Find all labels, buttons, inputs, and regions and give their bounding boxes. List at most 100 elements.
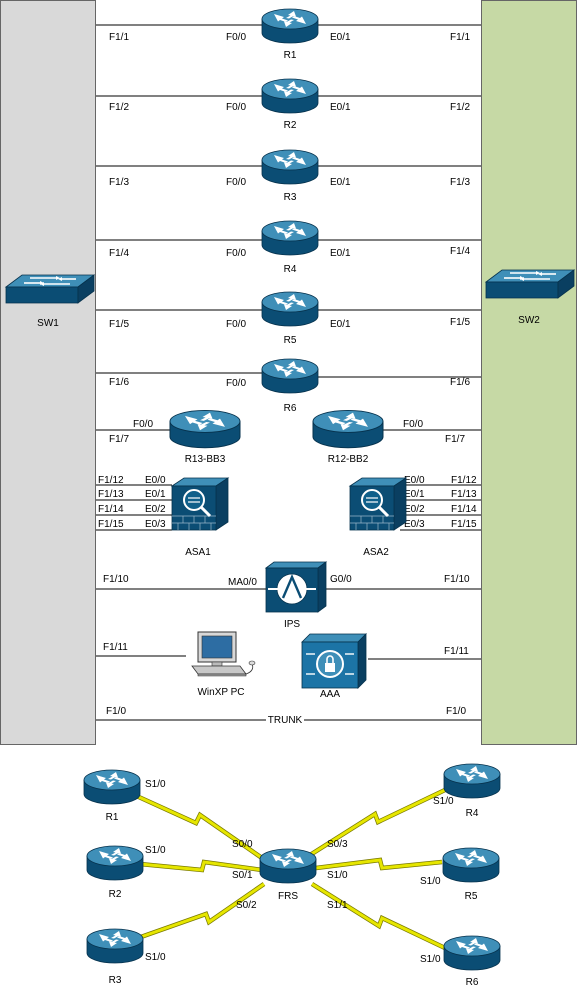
ips-label: IPS: [284, 619, 300, 630]
fr-router-r3[interactable]: R3 S1/0: [86, 928, 166, 986]
router-r1[interactable]: R1: [261, 8, 319, 61]
sw2-port-label: F1/0: [446, 706, 466, 717]
frs-port-label: S0/1: [232, 870, 253, 881]
sw2-port-label: F1/14: [451, 504, 477, 515]
router-r13-bb3[interactable]: R13-BB3: [169, 409, 241, 465]
sw1-port-label: F1/11: [103, 642, 128, 653]
router-name: R4: [466, 808, 479, 819]
sw2-port-label: F1/15: [451, 519, 477, 530]
sw2-port-label: F1/13: [451, 489, 477, 500]
sw1-port-label: F1/2: [109, 102, 129, 113]
router-name: R3: [109, 975, 122, 986]
router-port-left: F0/0: [226, 32, 246, 43]
router-r5[interactable]: R5: [261, 291, 319, 346]
router-port-label: S1/0: [145, 779, 166, 790]
sw2-port-label: F1/12: [451, 475, 477, 486]
asa1-firewall[interactable]: ASA1: [170, 476, 230, 558]
sw2-port-label: F1/11: [444, 646, 469, 657]
sw2-port-label: F1/1: [450, 32, 470, 43]
router-port-label: S1/0: [145, 845, 166, 856]
router-icon: [442, 847, 500, 883]
router-r12-bb2[interactable]: R12-BB2: [312, 409, 384, 465]
router-name: R4: [284, 264, 297, 275]
winxp-pc[interactable]: WinXP PC: [191, 631, 256, 698]
router-icon: [83, 769, 141, 805]
frs-port-label: S1/1: [327, 900, 348, 911]
sw2-port-label: F1/5: [450, 317, 470, 328]
router-r2[interactable]: R2: [261, 78, 319, 131]
router-name: R1: [284, 50, 297, 61]
sw1-switch[interactable]: SW1: [5, 274, 95, 329]
sw1-port-label: F1/12: [98, 475, 124, 486]
router-name: R5: [284, 335, 297, 346]
link-r12-bb2: F0/0 F1/7: [382, 419, 481, 445]
router-port-left: F0/0: [226, 102, 246, 113]
fr-router-r6[interactable]: R6 S1/0: [420, 935, 501, 988]
router-r4[interactable]: R4: [261, 220, 319, 275]
pc-link: F1/11: [96, 642, 186, 657]
asa1-links: F1/12 F1/13 F1/14 F1/15 E0/0 E0/1 E0/2 E…: [96, 475, 172, 531]
router-port-label: S1/0: [433, 796, 454, 807]
router-port-right: E0/1: [330, 32, 351, 43]
asa1-label: ASA1: [185, 547, 211, 558]
router-port-right: E0/1: [330, 102, 351, 113]
sw2-switch[interactable]: SW2: [485, 269, 575, 326]
router-port-left: F0/0: [226, 319, 246, 330]
router-name: R13-BB3: [185, 454, 226, 465]
asa-port-label: E0/1: [145, 489, 166, 500]
sw1-port-label: F1/5: [109, 319, 129, 330]
router-r6[interactable]: R6: [261, 358, 319, 414]
sw1-port-label: F1/13: [98, 489, 124, 500]
router-icon: [443, 935, 501, 971]
switch-icon: [5, 274, 95, 304]
switch-icon: [485, 269, 575, 299]
frs-label: FRS: [278, 891, 298, 902]
asa2-links: E0/0 E0/1 E0/2 E0/3 F1/12 F1/13 F1/14 F1…: [400, 475, 481, 531]
router-name: R3: [284, 192, 297, 203]
fr-router-r2[interactable]: R2 S1/0: [86, 845, 166, 900]
router-port-label: S1/0: [420, 876, 441, 887]
router-name: R6: [466, 977, 479, 988]
frs-port-label: S1/0: [327, 870, 348, 881]
aaa-server[interactable]: AAA: [301, 633, 367, 700]
asa2-firewall[interactable]: ASA2: [348, 476, 408, 558]
sw2-port-label: F1/10: [444, 574, 470, 585]
sw2-port-label: F1/7: [445, 434, 465, 445]
frs-switch[interactable]: FRS S0/0 S0/1 S0/2 S0/3 S1/0 S1/1: [232, 839, 348, 911]
fr-router-r1[interactable]: R1 S1/0: [83, 769, 166, 823]
firewall-icon: [348, 476, 408, 532]
sw2-panel: [481, 0, 577, 745]
ips-sensor[interactable]: IPS: [264, 560, 328, 630]
sw2-port-label: F1/4: [450, 246, 470, 257]
fr-router-r5[interactable]: R5 S1/0: [420, 847, 500, 902]
asa-port-label: E0/1: [404, 489, 425, 500]
router-name: R1: [106, 812, 119, 823]
router-port-right: E0/1: [330, 319, 351, 330]
asa-port-label: E0/3: [145, 519, 166, 530]
fr-router-r4[interactable]: R4 S1/0: [433, 763, 501, 819]
router-icon: [86, 928, 144, 964]
sw2-port-label: F1/2: [450, 102, 470, 113]
desktop-computer-icon: [191, 631, 256, 677]
router-icon: [261, 291, 319, 327]
router-icon: [86, 845, 144, 881]
asa-port-label: E0/3: [404, 519, 425, 530]
router-r3[interactable]: R3: [261, 149, 319, 203]
router-port-left: F0/0: [226, 177, 246, 188]
firewall-icon: [170, 476, 230, 532]
sw1-panel: [0, 0, 96, 745]
router-icon: [169, 409, 241, 449]
aaa-link: F1/11: [368, 646, 481, 660]
router-icon: [259, 848, 317, 884]
sw2-label: SW2: [518, 315, 540, 326]
router-port-label: S1/0: [420, 954, 441, 965]
asa-port-label: E0/0: [404, 475, 425, 486]
sw2-port-label: F1/3: [450, 177, 470, 188]
router-icon: [261, 149, 319, 185]
link-r13-bb3: F0/0 F1/7: [96, 419, 178, 445]
serial-links: [129, 787, 446, 951]
trunk-label: TRUNK: [268, 715, 303, 726]
frs-port-label: S0/2: [236, 900, 257, 911]
aaa-server-icon: [301, 633, 367, 689]
router-port-right: E0/1: [330, 177, 351, 188]
